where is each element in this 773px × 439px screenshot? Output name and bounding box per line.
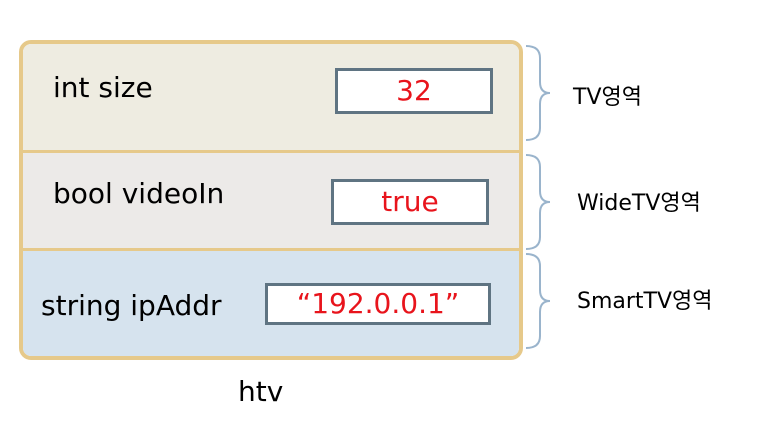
field-label-videoin: bool videoIn	[53, 177, 225, 210]
region-label-widetv: WideTV영역	[577, 191, 701, 216]
value-box-ipaddr: “192.0.0.1”	[265, 283, 491, 325]
object-caption: htv	[238, 375, 284, 408]
region-label-tv: TV영역	[573, 85, 642, 110]
brace-widetv	[525, 154, 551, 250]
field-label-size: int size	[53, 71, 153, 104]
section-divider	[23, 150, 519, 153]
field-label-ipaddr: string ipAddr	[41, 289, 222, 322]
object-memory-layout: int size 32 bool videoIn true string ipA…	[19, 40, 523, 360]
section-divider	[23, 248, 519, 251]
brace-tv	[525, 45, 551, 141]
value-box-videoin: true	[331, 179, 489, 225]
region-label-smarttv: SmartTV영역	[577, 289, 713, 314]
value-box-size: 32	[335, 68, 493, 114]
brace-smarttv	[525, 253, 551, 349]
widetv-section: bool videoIn true	[23, 153, 519, 248]
tv-section: int size 32	[23, 44, 519, 150]
smarttv-section: string ipAddr “192.0.0.1”	[23, 251, 519, 356]
